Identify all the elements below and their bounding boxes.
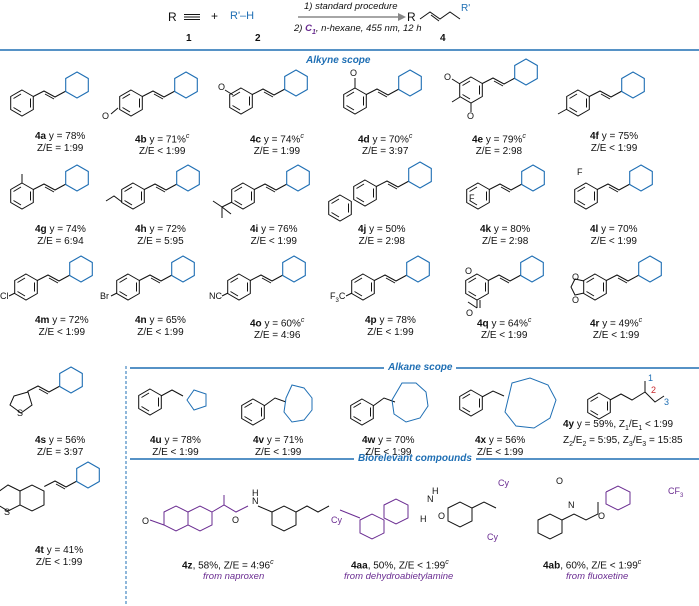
atom-label-O: O — [467, 111, 475, 121]
atom-label-O: O — [466, 308, 474, 318]
compound-label-4x: 4x y = 56%Z/E < 1:99 — [475, 435, 526, 458]
compound-label-4k: 4k y = 80%Z/E = 2:98 — [480, 224, 531, 247]
atom-label-Cy: Cy — [331, 515, 342, 525]
compound-label-4p: 4p y = 78%Z/E < 1:99 — [365, 315, 416, 338]
atom-label-H: H — [252, 488, 259, 498]
atom-label-O: O — [572, 272, 580, 282]
header-scheme — [0, 11, 699, 51]
atom-label-O: O — [218, 82, 226, 92]
compound-number-2: 2 — [255, 33, 261, 44]
compound-label-4y: 4y y = 59%, Z1/E1 < 1:99 Z2/E2 = 5:95, Z… — [563, 419, 683, 448]
compound-label-4ab: 4ab, 60%, Z/E < 1:99c — [543, 559, 642, 572]
atom-label-O: O — [232, 515, 240, 525]
compound-label-4aa: 4aa, 50%, Z/E < 1:99c — [351, 559, 449, 572]
atom-label-O: O — [598, 511, 606, 521]
compound-label-4n: 4n y = 65%Z/E < 1:99 — [135, 315, 186, 338]
compound-label-4l: 4l y = 70%Z/E < 1:99 — [590, 224, 638, 247]
atom-label-O: O — [142, 516, 150, 526]
atom-label-N: N — [427, 494, 434, 504]
atom-label-O: O — [438, 511, 446, 521]
atom-label-N: N — [252, 496, 259, 506]
condition-1: 1) standard procedure — [304, 1, 398, 12]
position-label-1: 1 — [648, 373, 654, 383]
atom-label-O: O — [572, 295, 580, 305]
atom-label-O: O — [465, 266, 473, 276]
compound-label-4v: 4v y = 71%Z/E < 1:99 — [253, 435, 304, 458]
compound-label-4t: 4t y = 41%Z/E < 1:99 — [35, 545, 84, 568]
reagent-1-R: R — [168, 10, 177, 24]
reagent-2: R'–H — [230, 10, 255, 22]
atom-label-O: O — [444, 72, 452, 82]
compound-label-4a: 4a y = 78%Z/E = 1:99 — [35, 131, 86, 154]
section-alkane-scope: Alkane scope — [384, 362, 457, 373]
source-naproxen: from naproxen — [203, 571, 265, 582]
atom-label-F: F — [469, 193, 475, 203]
product-R: R — [407, 10, 416, 24]
atom-label-Cl: Cl — [0, 291, 9, 301]
compound-label-4w: 4w y = 70%Z/E < 1:99 — [362, 435, 415, 458]
section-biorelevant: Biorelevant compounds — [354, 453, 476, 464]
compound-label-4m: 4m y = 72%Z/E < 1:99 — [35, 315, 89, 338]
compound-number-4: 4 — [440, 33, 446, 44]
position-label-2: 2 — [651, 385, 657, 395]
compound-label-4u: 4u y = 78%Z/E < 1:99 — [150, 435, 201, 458]
compound-label-4j: 4j y = 50%Z/E = 2:98 — [358, 224, 406, 247]
source-dehydroabietylamine: from dehydroabietylamine — [344, 571, 454, 582]
atom-label-F: F — [577, 167, 583, 177]
atom-label-Br: Br — [100, 291, 109, 301]
atom-label-H: H — [420, 514, 427, 524]
compound-label-4i: 4i y = 76%Z/E < 1:99 — [250, 224, 298, 247]
atom-label-S: S — [17, 408, 24, 418]
atom-label-H: H — [432, 486, 439, 496]
atom-label-Cy: Cy — [498, 478, 509, 488]
atom-label-S: S — [4, 507, 11, 517]
atom-label-CF3: CF3 — [668, 486, 684, 499]
plus-sign: + — [211, 9, 219, 23]
compound-number-1: 1 — [186, 33, 192, 44]
compound-label-4g: 4g y = 74%Z/E = 6:94 — [35, 224, 86, 247]
source-fluoxetine: from fluoxetine — [566, 571, 629, 582]
condition-2: 2) C1, n-hexane, 455 nm, 12 h — [294, 23, 422, 36]
atom-label-Cy: Cy — [487, 532, 498, 542]
atom-label-O: O — [350, 68, 358, 78]
atom-label-O: O — [556, 476, 564, 486]
atom-label-N: N — [568, 500, 575, 510]
compound-label-4f: 4f y = 75%Z/E < 1:99 — [590, 131, 639, 154]
section-alkyne-scope: Alkyne scope — [302, 55, 375, 66]
compound-label-4z: 4z, 58%, Z/E = 4:96c — [182, 559, 274, 572]
compound-label-4s: 4s y = 56%Z/E = 3:97 — [35, 435, 86, 458]
position-label-3: 3 — [664, 397, 670, 407]
compound-label-4h: 4h y = 72%Z/E = 5:95 — [135, 224, 186, 247]
atom-label-F3C: F3C — [330, 291, 346, 304]
product-R-prime: R' — [461, 3, 471, 14]
atom-label-O: O — [102, 111, 110, 121]
atom-label-NC: NC — [209, 291, 222, 301]
